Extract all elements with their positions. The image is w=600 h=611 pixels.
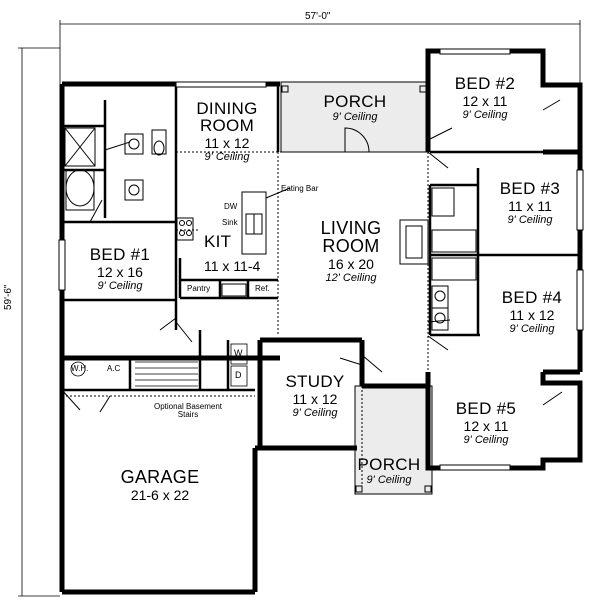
living-room-label: LIVING ROOM 16 x 20 12' Ceiling bbox=[296, 219, 406, 284]
overall-depth-label: 59'-6" bbox=[3, 284, 14, 310]
bed4-ceiling: 9' Ceiling bbox=[509, 323, 555, 335]
living-room-ceiling: 12' Ceiling bbox=[325, 272, 377, 284]
bed1-name: BED #1 bbox=[89, 245, 151, 264]
basement-stairs-line1: Optional Basement bbox=[153, 402, 223, 411]
dining-room-ceiling: 9' Ceiling bbox=[204, 151, 250, 163]
study-ceiling: 9' Ceiling bbox=[292, 407, 338, 419]
porch-bottom-name: PORCH bbox=[357, 455, 421, 474]
overall-width-label: 57'-0" bbox=[305, 11, 331, 22]
washer-label: W bbox=[234, 348, 243, 358]
bed1-ceiling: 9' Ceiling bbox=[97, 280, 143, 292]
dining-room-label: DINING ROOM 11 x 12 9' Ceiling bbox=[182, 100, 272, 163]
study-dims: 11 x 12 bbox=[292, 391, 338, 407]
porch-top-name: PORCH bbox=[323, 92, 387, 111]
bed4-name: BED #4 bbox=[501, 288, 563, 307]
kitchen-fixtures bbox=[176, 187, 429, 297]
garage-name: GARAGE bbox=[120, 467, 200, 487]
interior-walls bbox=[62, 84, 580, 392]
study-label: STUDY 11 x 12 9' Ceiling bbox=[270, 373, 360, 419]
dimension-lines bbox=[18, 20, 581, 597]
porch-edges bbox=[280, 81, 433, 495]
porch-bottom-label: PORCH 9' Ceiling bbox=[344, 456, 434, 486]
bed5-name: BED #5 bbox=[455, 399, 517, 418]
bed3-dims: 11 x 11 bbox=[508, 198, 552, 214]
porch-top-ceiling: 9' Ceiling bbox=[332, 111, 378, 123]
porch-fill bbox=[281, 82, 432, 494]
door-swings bbox=[61, 99, 563, 413]
sink-label: Sink bbox=[222, 218, 238, 227]
bed5-ceiling: 9' Ceiling bbox=[463, 434, 509, 446]
dishwasher-label: DW bbox=[224, 202, 238, 211]
garage-label: GARAGE 21-6 x 22 bbox=[100, 468, 220, 502]
kitchen-dims: 11 x 11-4 bbox=[204, 258, 261, 274]
living-room-dims: 16 x 20 bbox=[328, 256, 374, 272]
porch-bottom-ceiling: 9' Ceiling bbox=[366, 474, 412, 486]
study-name: STUDY bbox=[285, 372, 345, 391]
bed4-label: BED #4 11 x 12 9' Ceiling bbox=[482, 289, 582, 335]
stairs bbox=[70, 343, 248, 387]
pantry-label: Pantry bbox=[187, 284, 211, 293]
bed3-ceiling: 9' Ceiling bbox=[507, 214, 553, 226]
water-heater-label: W.H. bbox=[71, 364, 89, 373]
living-room-name-1: LIVING bbox=[320, 218, 382, 238]
ac-label: A.C bbox=[107, 364, 121, 373]
kitchen-name: KIT bbox=[204, 232, 232, 251]
basement-stairs-line2: Stairs bbox=[177, 410, 199, 419]
garage-dims: 21-6 x 22 bbox=[130, 487, 190, 503]
dining-room-name-2: ROOM bbox=[199, 116, 255, 135]
windows bbox=[58, 48, 584, 471]
dining-room-name-1: DINING bbox=[196, 99, 258, 118]
bath-fixtures bbox=[64, 127, 477, 331]
basement-stairs-label: Optional Basement Stairs bbox=[143, 403, 233, 419]
porch-top-label: PORCH 9' Ceiling bbox=[300, 93, 410, 123]
bed1-label: BED #1 12 x 16 9' Ceiling bbox=[70, 246, 170, 292]
living-room-name-2: ROOM bbox=[322, 236, 380, 256]
bed3-label: BED #3 11 x 11 9' Ceiling bbox=[480, 180, 580, 226]
eating-bar-label: Eating Bar bbox=[281, 184, 319, 193]
bed2-label: BED #2 12 x 11 9' Ceiling bbox=[430, 75, 540, 121]
dining-room-dims: 11 x 12 bbox=[204, 135, 250, 151]
refrigerator-label: Ref. bbox=[255, 284, 270, 293]
bed5-label: BED #5 12 x 11 9' Ceiling bbox=[431, 400, 541, 446]
dryer-label: D bbox=[235, 370, 242, 380]
bed2-name: BED #2 bbox=[454, 74, 516, 93]
bed3-name: BED #3 bbox=[499, 179, 561, 198]
bed2-ceiling: 9' Ceiling bbox=[462, 109, 508, 121]
bed1-dims: 12 x 16 bbox=[97, 264, 143, 280]
bed4-dims: 11 x 12 bbox=[509, 307, 555, 323]
bed2-dims: 12 x 11 bbox=[462, 93, 508, 109]
bed5-dims: 12 x 11 bbox=[463, 418, 509, 434]
